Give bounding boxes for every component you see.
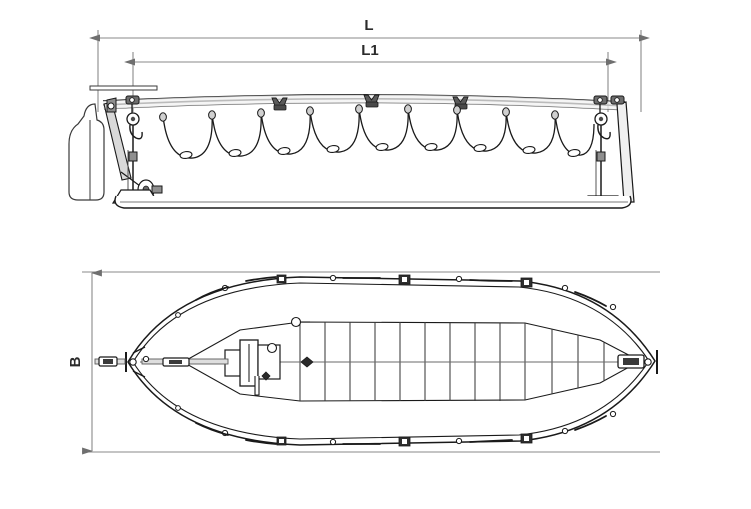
- lifeline-festoon: [404, 104, 458, 152]
- plan-hull-shading: [195, 276, 607, 445]
- hull-shade-arc: [574, 291, 607, 307]
- hull-shade-arc: [574, 415, 607, 431]
- lifeline-festoon-group: [159, 104, 595, 160]
- hull-shade-arc: [469, 279, 513, 282]
- hull-shade-arc: [245, 439, 277, 445]
- gunwale-fitting: [455, 275, 463, 283]
- dimension-beam-width: B: [67, 269, 660, 455]
- bow-hook-fitting: [94, 346, 150, 378]
- gunwale-fitting: [398, 436, 411, 447]
- gunwale-fitting: [561, 284, 569, 292]
- gunwale-fitting: [455, 437, 463, 445]
- gunwale-fitting: [329, 274, 337, 282]
- gunwale-fitting: [398, 274, 411, 285]
- propeller-shaft: [141, 357, 229, 367]
- rowlock-cleat: [271, 97, 288, 111]
- dimension-label-L: L: [364, 17, 373, 34]
- side-elevation-view: [68, 85, 635, 209]
- plan-view: [94, 274, 658, 447]
- hull-shade-arc: [245, 276, 277, 282]
- boom-spar: [89, 85, 158, 91]
- lifeline-festoon: [306, 106, 360, 154]
- gunwale-fitting: [609, 410, 617, 418]
- gunwale-fitting: [520, 277, 533, 288]
- hull-keel: [114, 195, 632, 209]
- gunwale-fitting: [329, 438, 337, 446]
- lifeline-festoon: [453, 105, 507, 153]
- gunwale-fitting: [609, 303, 617, 311]
- rudder-blade: [68, 103, 105, 201]
- dimension-overall-length: L: [89, 17, 650, 112]
- lifeline-festoon: [208, 110, 262, 158]
- lifeline-festoon: [502, 107, 556, 155]
- engine-block: [224, 339, 281, 396]
- hatch-fitting-group: [290, 316, 314, 368]
- lifeline-festoon: [355, 104, 409, 152]
- hull-shade-arc: [195, 422, 229, 436]
- hull-shade-arc: [195, 286, 229, 301]
- lifeline-festoon: [159, 112, 213, 160]
- gunwale-fitting: [276, 274, 287, 284]
- dimension-label-B: B: [67, 356, 84, 367]
- gunwale-fitting-group-lower: [175, 405, 617, 447]
- hull-shade-arc: [469, 439, 513, 443]
- lifeline-festoon: [551, 110, 595, 158]
- gunwale-fitting: [561, 427, 569, 435]
- davit-support-stern: [610, 95, 635, 203]
- lifeline-festoon: [257, 108, 311, 156]
- dimension-label-L1: L1: [361, 42, 379, 59]
- dimension-waterline-length: L1: [124, 42, 617, 112]
- hatch-fitting: [290, 316, 302, 328]
- gunwale-fitting: [175, 405, 181, 411]
- gunwale-fitting: [520, 433, 533, 444]
- gunwale-fitting: [276, 436, 287, 446]
- hatch-fitting: [300, 356, 314, 368]
- rowlock-cleat: [363, 94, 380, 108]
- stern-hook-fitting: [617, 350, 658, 374]
- gunwale-fitting: [175, 312, 181, 318]
